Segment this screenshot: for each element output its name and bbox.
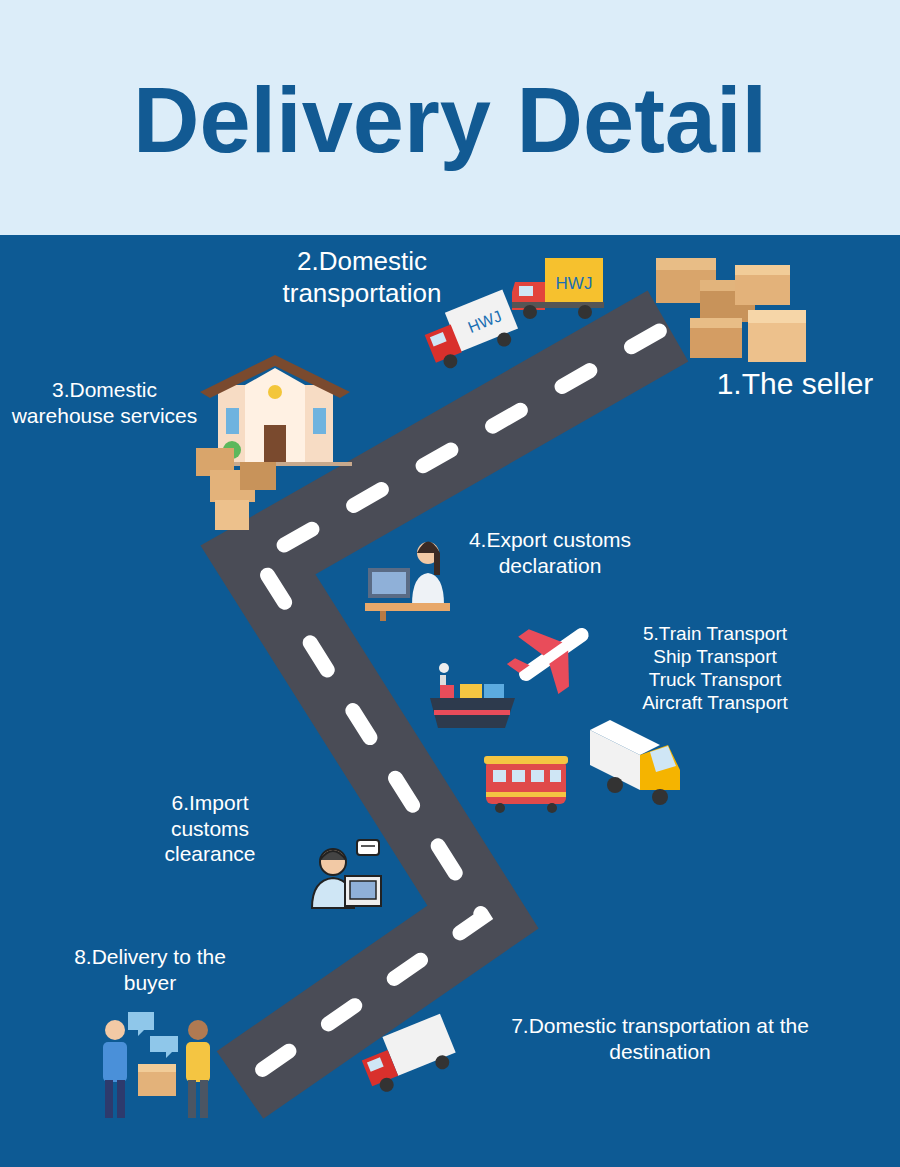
- customs-officer: [310, 840, 385, 910]
- road: [240, 326, 668, 1085]
- truck-icon: [512, 258, 604, 319]
- step-label: 8.Delivery to the buyer: [50, 944, 250, 995]
- step-label: Aircraft Transport: [620, 691, 810, 714]
- plane-icon: [498, 602, 608, 708]
- road-dashes: [240, 326, 668, 1085]
- truck-icon: [590, 720, 680, 805]
- step-label: 5.Train Transport: [620, 622, 810, 645]
- warehouse-house: [196, 355, 352, 530]
- seller-boxes: [656, 258, 806, 362]
- step-label: 7.Domestic transportation at the destina…: [475, 1013, 845, 1064]
- train-icon: [484, 756, 568, 813]
- people-handover: [103, 1012, 210, 1118]
- truck-logo: HWJ: [548, 275, 600, 292]
- truck-icon: [356, 1014, 459, 1097]
- step-label: 3.Domestic warehouse services: [2, 377, 207, 428]
- step-label: 2.Domestic transportation: [262, 246, 462, 309]
- ship-icon: [430, 663, 515, 728]
- step-label: 1.The seller: [700, 366, 890, 403]
- step-label: Ship Transport: [620, 645, 810, 668]
- title: Delivery Detail: [0, 70, 900, 171]
- customs-officer-desk: [365, 542, 450, 622]
- step-label: 4.Export customs declaration: [450, 527, 650, 578]
- step-label: Truck Transport: [620, 668, 810, 691]
- step-label: 6.Import customs clearance: [150, 790, 270, 867]
